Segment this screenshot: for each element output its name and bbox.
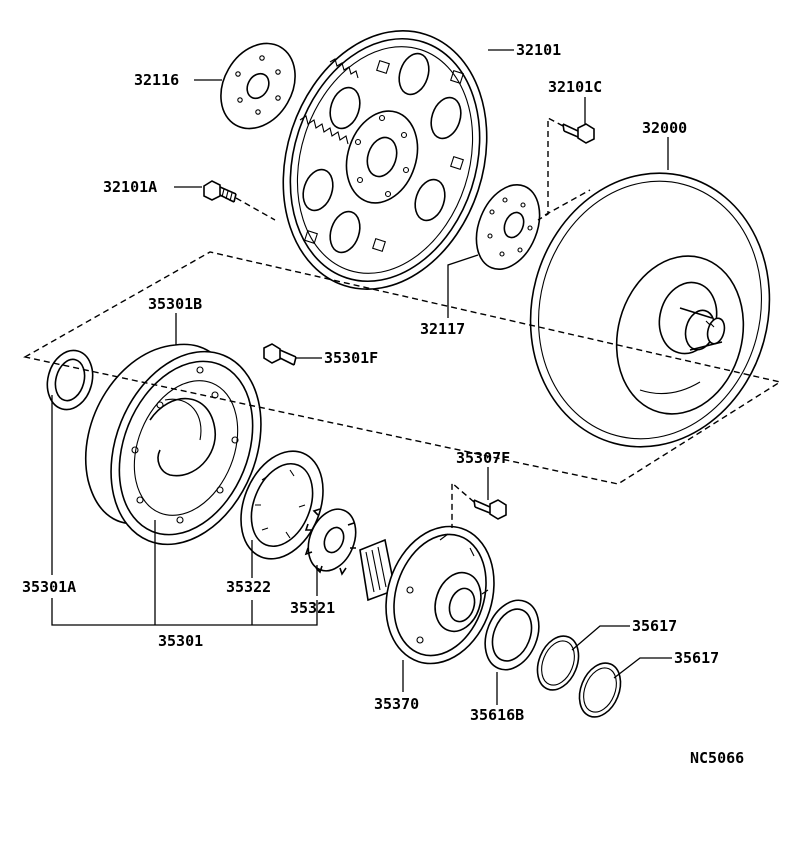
label-35301a: 35301A bbox=[22, 578, 76, 596]
label-35322: 35322 bbox=[226, 578, 271, 596]
seal-ring-35617-b[interactable] bbox=[572, 657, 628, 723]
label-32116: 32116 bbox=[134, 71, 179, 89]
leader-lines bbox=[51, 49, 672, 705]
driven-gear-35322[interactable] bbox=[226, 439, 338, 571]
bolt-32101c[interactable] bbox=[562, 123, 595, 144]
converter-axis bbox=[544, 189, 591, 216]
seal-ring-35617-a[interactable] bbox=[530, 630, 586, 696]
stator-shaft-35370[interactable] bbox=[359, 512, 511, 677]
label-35617-lower: 35617 bbox=[674, 649, 719, 667]
oil-seal-35301a[interactable] bbox=[41, 345, 99, 414]
label-35321: 35321 bbox=[290, 599, 335, 617]
bolt-35301f[interactable] bbox=[263, 343, 297, 366]
label-35307f: 35307F bbox=[456, 449, 510, 467]
spacer-plate-32116[interactable] bbox=[206, 30, 310, 142]
label-35301f: 35301F bbox=[324, 349, 378, 367]
plate-32117[interactable] bbox=[465, 175, 552, 278]
bolt-35307f[interactable] bbox=[473, 499, 507, 520]
bolt-axis-32101a bbox=[235, 197, 276, 221]
label-32101: 32101 bbox=[516, 41, 561, 59]
torque-converter-32000[interactable] bbox=[500, 146, 799, 474]
label-35301: 35301 bbox=[158, 632, 203, 650]
label-35301b: 35301B bbox=[148, 295, 202, 313]
label-32101c: 32101C bbox=[548, 78, 602, 96]
drive-gear-35321[interactable] bbox=[300, 502, 365, 578]
reference-code: NC5066 bbox=[690, 749, 744, 767]
label-35617-upper: 35617 bbox=[632, 617, 677, 635]
bolt-32101a[interactable] bbox=[203, 180, 237, 203]
assembly-boundary-line bbox=[23, 251, 782, 485]
label-35616b: 35616B bbox=[470, 706, 524, 724]
label-32117: 32117 bbox=[420, 320, 465, 338]
label-35370: 35370 bbox=[374, 695, 419, 713]
thrust-washer-35616b[interactable] bbox=[475, 592, 548, 677]
label-32000: 32000 bbox=[642, 119, 687, 137]
bolt-axis-35307f bbox=[451, 481, 475, 528]
bolt-axis-32101c bbox=[537, 116, 564, 221]
drive-plate-32101[interactable] bbox=[251, 4, 519, 316]
label-32101a: 32101A bbox=[103, 178, 157, 196]
